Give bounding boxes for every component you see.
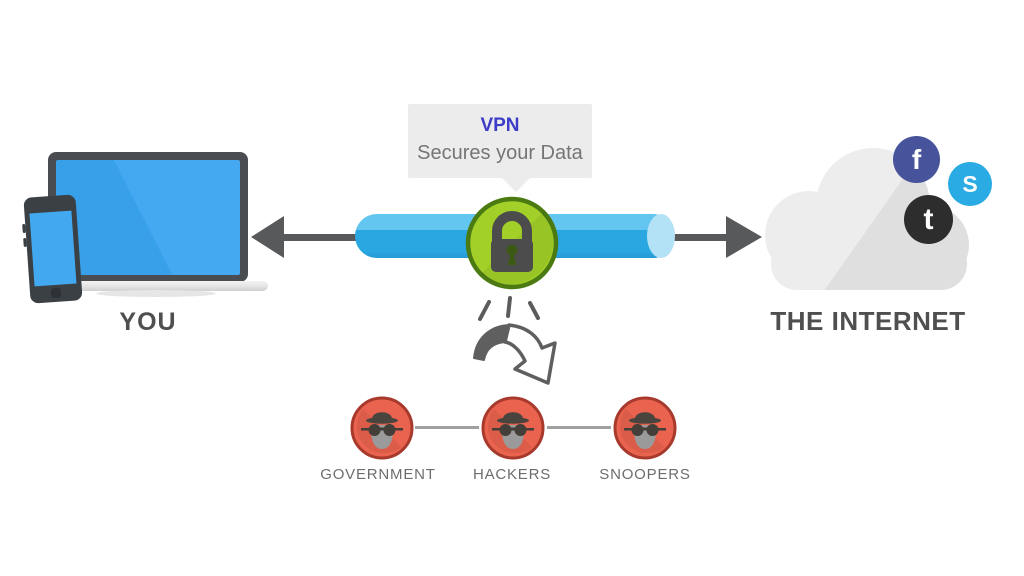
- facebook-glyph: f: [911, 143, 922, 175]
- vpn-tooltip-subtitle: Secures your Data: [417, 142, 583, 164]
- tooltip-pointer: [502, 178, 530, 192]
- padlock-icon: [465, 196, 559, 290]
- laptop-icon: [48, 152, 248, 282]
- phone-side-button: [22, 223, 26, 234]
- government-spy-icon: [350, 396, 414, 460]
- phone-home-button: [50, 287, 62, 299]
- arrow-right-line: [664, 234, 727, 241]
- smartphone-icon: [22, 194, 83, 304]
- skype-glyph: S: [962, 170, 978, 197]
- twitter-icon: t: [904, 195, 953, 244]
- arrow-left-line: [282, 234, 356, 241]
- twitter-glyph: t: [923, 202, 934, 236]
- vpn-tooltip-title: VPN: [480, 115, 520, 136]
- threat-label-snoopers: SNOOPERS: [599, 466, 691, 483]
- laptop-base: [70, 281, 268, 291]
- device-shadow: [96, 290, 216, 297]
- deflect-arrow-icon: [473, 296, 557, 385]
- hacker-spy-icon: [481, 396, 545, 460]
- arrow-left-icon: [251, 216, 284, 258]
- threat-connector: [547, 426, 611, 429]
- internet-label: THE INTERNET: [770, 306, 966, 336]
- threat-label-hackers: HACKERS: [472, 466, 552, 483]
- facebook-icon: f: [893, 136, 940, 183]
- skype-icon: S: [948, 162, 992, 206]
- phone-screen: [29, 210, 77, 287]
- you-label: YOU: [119, 308, 177, 336]
- threat-connector: [415, 426, 479, 429]
- threat-label-government: GOVERNMENT: [320, 466, 436, 483]
- arrow-right-icon: [726, 216, 762, 258]
- vpn-tooltip: VPN Secures your Data: [408, 104, 592, 192]
- phone-side-button: [23, 237, 27, 248]
- laptop-screen: [56, 160, 240, 275]
- vpn-tunnel-end-cap: [647, 214, 675, 258]
- snooper-spy-icon: [613, 396, 677, 460]
